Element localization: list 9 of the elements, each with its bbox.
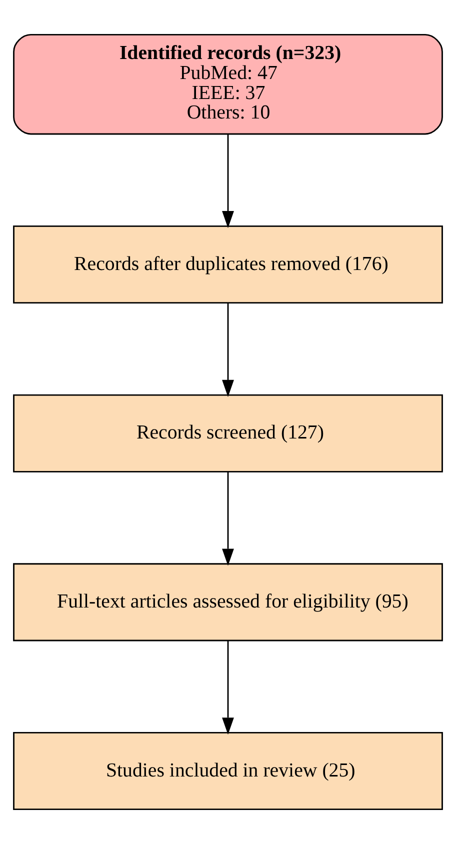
arrow (222, 472, 234, 566)
arrow (222, 303, 234, 397)
arrow (222, 640, 234, 735)
node-box: Records screened (127) (13, 394, 443, 472)
node-box: Full-text articles assessed for eligibility (95) (13, 563, 443, 642)
node-box: Studies included in review (25) (13, 732, 443, 810)
arrow (222, 134, 234, 228)
node-box: Identified records (n=323) PubMed: 47 IEEE: 37 Others: 10 (13, 34, 443, 135)
node-box: Records after duplicates removed (176) (13, 226, 443, 304)
